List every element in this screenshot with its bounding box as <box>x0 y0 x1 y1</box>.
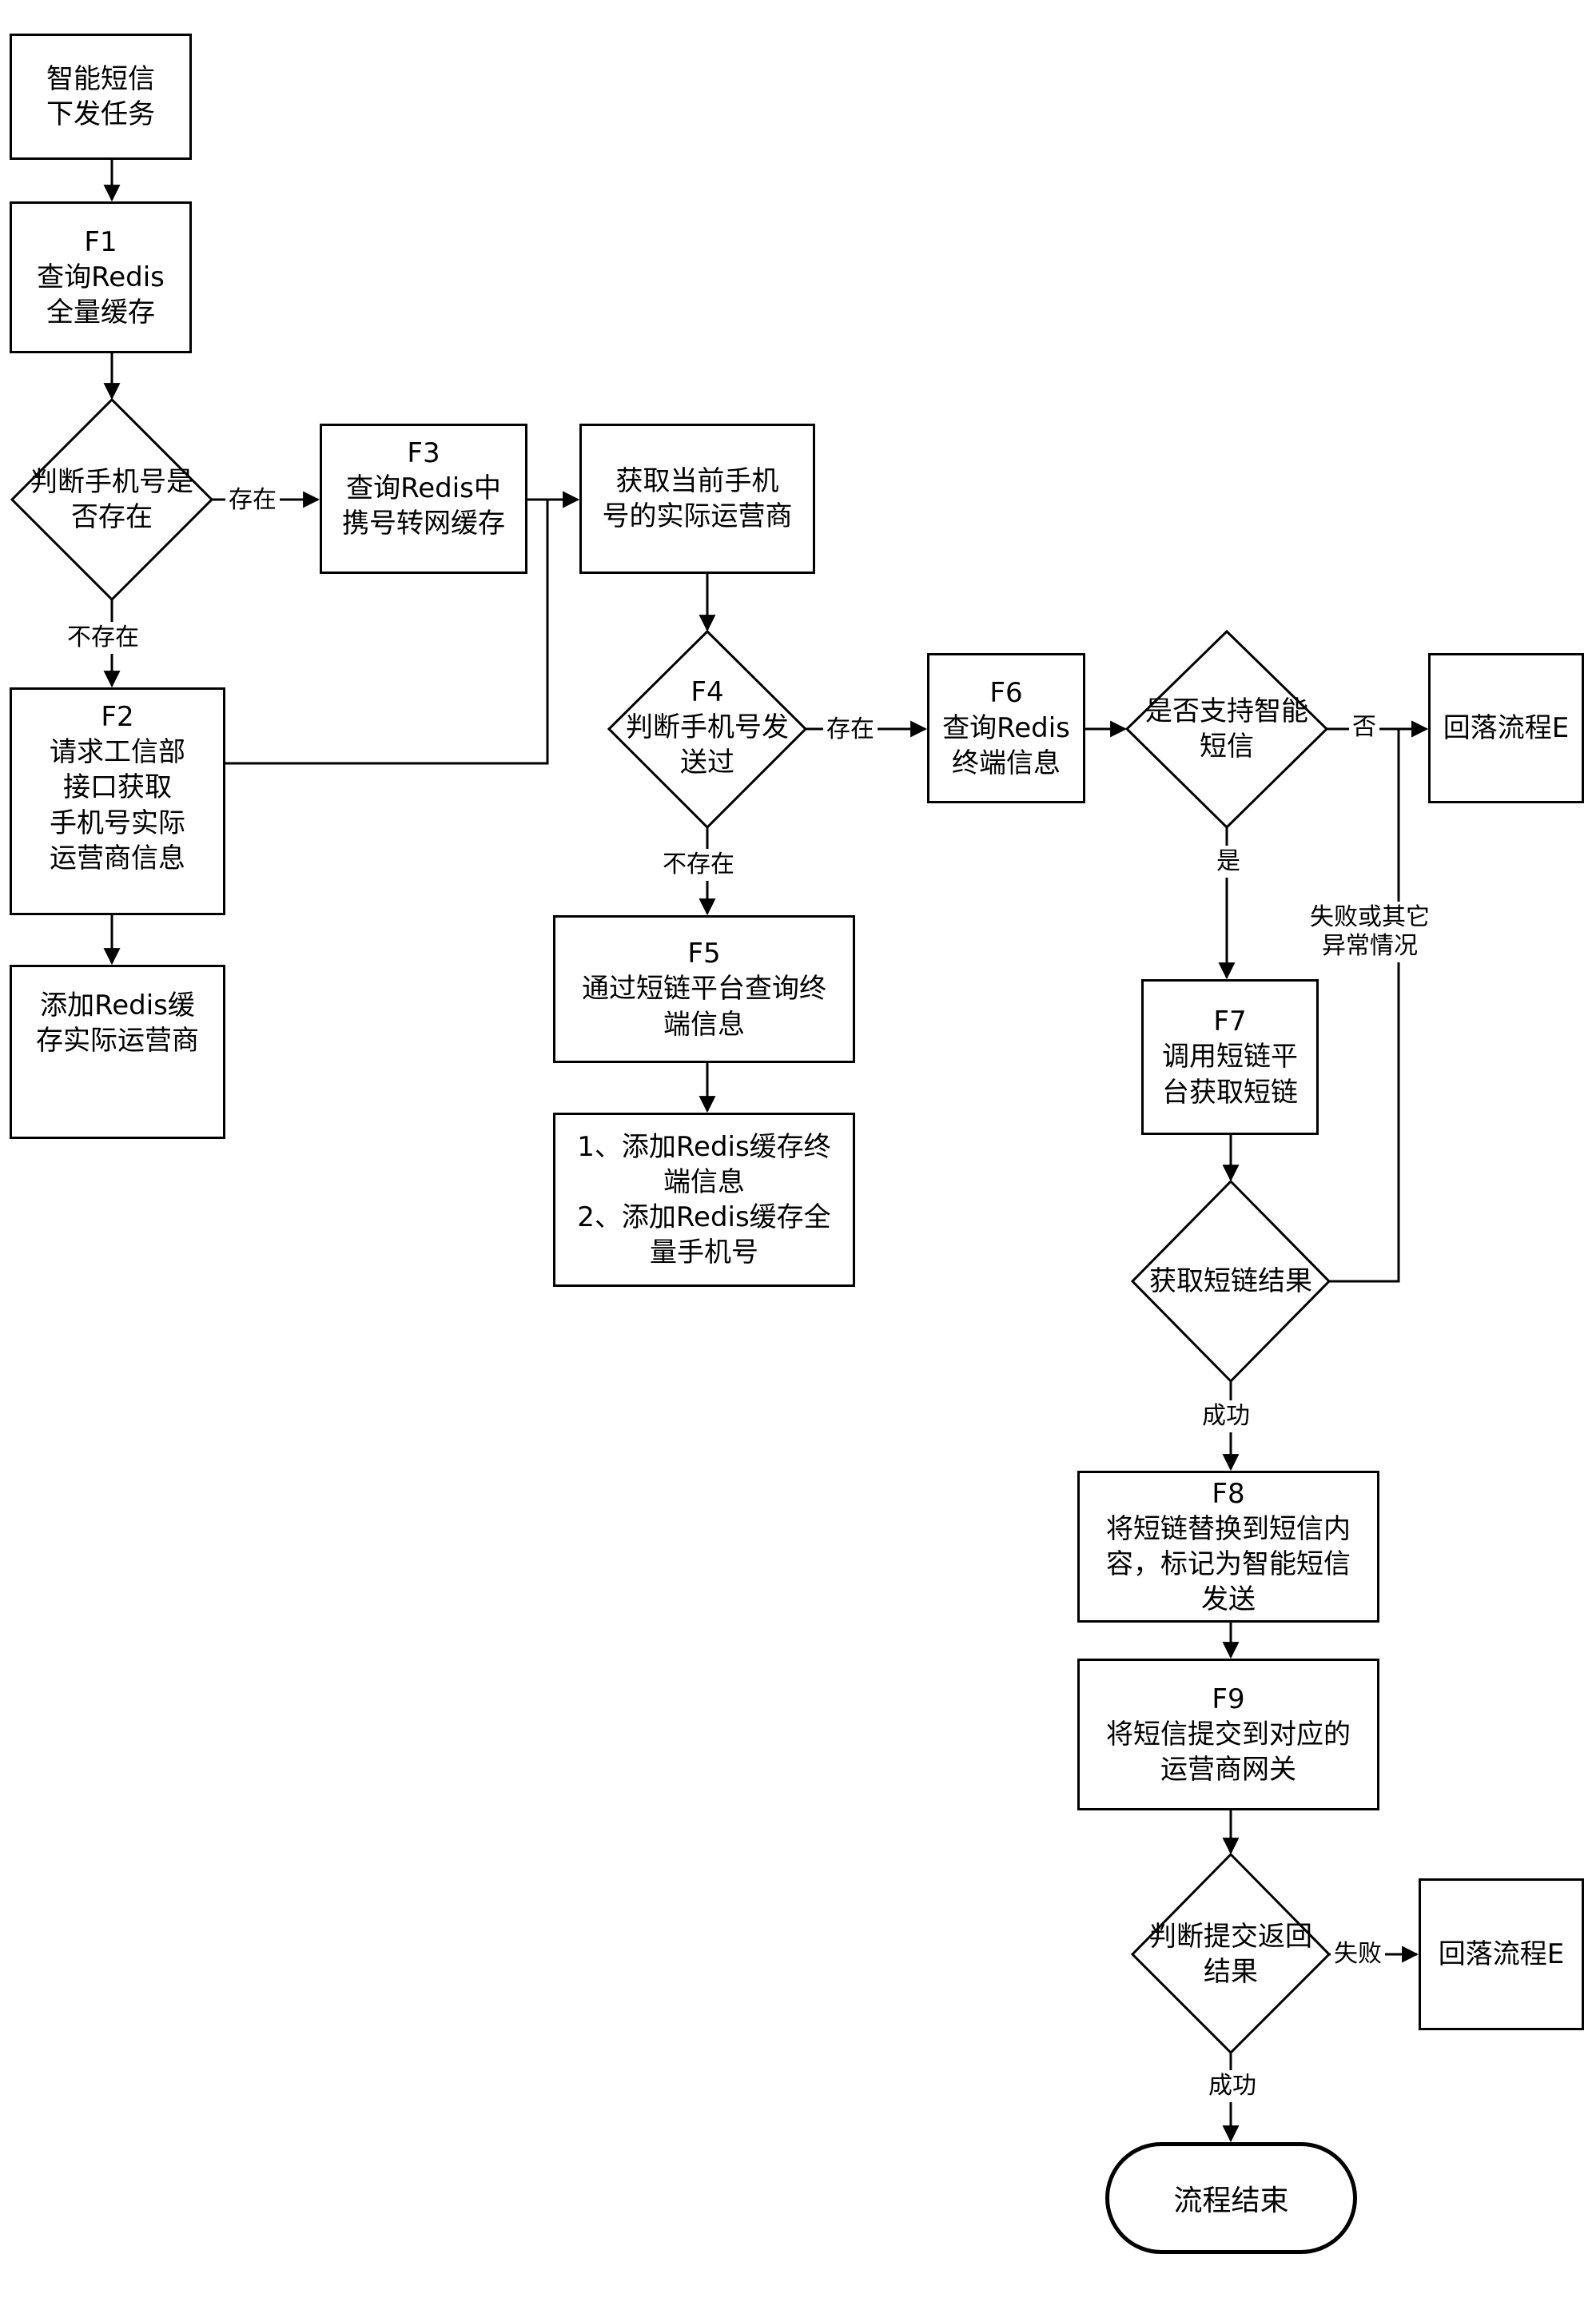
node-code: F4 <box>691 675 724 708</box>
edge-label-fail: 失败 <box>1331 1938 1385 1970</box>
node-f6-query-terminal-info: F6 查询Redis 终端信息 <box>927 653 1085 803</box>
node-code: F9 <box>1212 1683 1245 1715</box>
decision-short-link-result: 获取短链结果 <box>1127 1261 1335 1301</box>
node-text: 是否支持智能 <box>1145 695 1308 727</box>
node-text: 查询Redis <box>942 711 1070 744</box>
node-f7-get-short-link: F7 调用短链平 台获取短链 <box>1141 979 1319 1135</box>
node-text: 量手机号 <box>650 1237 758 1269</box>
node-text: 查询Redis中 <box>346 472 501 505</box>
node-f8-replace-short-link: F8 将短链替换到短信内 容，标记为智能短信 发送 <box>1077 1471 1379 1623</box>
node-text: 1、添加Redis缓存终 <box>577 1130 831 1163</box>
node-text: 调用短链平 <box>1162 1041 1298 1073</box>
node-text: 流程结束 <box>1173 2185 1289 2217</box>
node-text: 端信息 <box>663 1008 745 1041</box>
node-process-end: 流程结束 <box>1105 2142 1357 2254</box>
decision-phone-exists: 判断手机号是 否存在 <box>8 460 216 540</box>
node-text: 2、添加Redis缓存全 <box>577 1201 831 1233</box>
edge-label-exists-2: 存在 <box>823 714 878 746</box>
node-text: 判断手机号发 <box>626 711 789 743</box>
node-text: 短信 <box>1200 731 1254 763</box>
node-add-redis-carrier: 添加Redis缓 存实际运营商 <box>10 965 225 1139</box>
node-code: F8 <box>1212 1477 1245 1510</box>
node-text: 查询Redis <box>37 261 165 293</box>
node-text: 手机号实际 <box>50 806 185 839</box>
node-text: 结果 <box>1204 1956 1258 1988</box>
node-code: F3 <box>407 437 440 469</box>
node-start-task: 智能短信 下发任务 <box>10 34 192 160</box>
edge-label-success-2: 成功 <box>1205 2070 1260 2102</box>
node-add-terminal-and-full-cache: 1、添加Redis缓存终 端信息 2、添加Redis缓存全 量手机号 <box>553 1113 855 1287</box>
node-text: 接口获取 <box>63 771 172 804</box>
node-text: 携号转网缓存 <box>342 508 505 540</box>
node-code: F1 <box>84 225 117 258</box>
decision-supports-smart-sms: 是否支持智能 短信 <box>1123 689 1331 769</box>
node-text: 将短信提交到对应的 <box>1106 1718 1351 1750</box>
node-text: 判断提交返回 <box>1149 1920 1312 1953</box>
node-text: 添加Redis缓 <box>40 990 195 1022</box>
node-text: 端信息 <box>663 1165 745 1198</box>
node-text: 全量缓存 <box>46 297 155 329</box>
node-text: 回落流程E <box>1438 1938 1565 1970</box>
node-text: 存实际运营商 <box>36 1025 199 1057</box>
decision-f4-phone-sent: F4 判断手机号发 送过 <box>603 671 811 783</box>
node-text: 将短链替换到短信内 <box>1106 1512 1351 1545</box>
node-text: 号的实际运营商 <box>602 500 793 532</box>
node-f2-request-miit: F2 请求工信部 接口获取 手机号实际 运营商信息 <box>10 687 225 915</box>
node-fallback-flow-e-1: 回落流程E <box>1428 653 1584 803</box>
node-get-actual-carrier: 获取当前手机 号的实际运营商 <box>579 424 815 574</box>
edge-label-yes: 是 <box>1213 846 1244 878</box>
edge-label-not-exists-2: 不存在 <box>659 849 738 881</box>
edge-label-fail-or-other: 失败或其它 异常情况 <box>1299 902 1441 962</box>
node-code: F7 <box>1213 1006 1247 1038</box>
node-code: F5 <box>687 938 721 970</box>
node-f5-query-terminal-via-shortlink: F5 通过短链平台查询终 端信息 <box>553 915 855 1063</box>
decision-submit-result: 判断提交返回 结果 <box>1127 1914 1335 1994</box>
edge-label-text: 失败或其它 <box>1310 903 1430 931</box>
node-text: 否存在 <box>71 501 153 533</box>
edge-label-not-exists-1: 不存在 <box>64 622 142 654</box>
node-code: F2 <box>101 701 134 733</box>
node-code: F6 <box>989 676 1023 709</box>
node-f3-query-mnp-cache: F3 查询Redis中 携号转网缓存 <box>320 424 527 574</box>
node-f1-query-full-cache: F1 查询Redis 全量缓存 <box>10 201 192 353</box>
node-text: 获取短链结果 <box>1149 1265 1312 1297</box>
edge-d-link-fallback1 <box>1329 720 1429 1283</box>
edge-label-text: 异常情况 <box>1322 932 1418 960</box>
edge-f2-get-carrier <box>224 491 580 765</box>
node-text: 判断手机号是 <box>30 465 193 498</box>
edge-label-no: 否 <box>1349 711 1379 743</box>
node-text: 容，标记为智能短信 <box>1106 1548 1351 1580</box>
node-text: 请求工信部 <box>50 736 185 769</box>
node-text: 回落流程E <box>1443 711 1570 744</box>
node-text: 终端信息 <box>952 747 1061 780</box>
node-text: 获取当前手机 <box>615 464 779 497</box>
node-text: 智能短信 <box>46 62 155 95</box>
node-text: 发送 <box>1201 1583 1256 1616</box>
node-text: 台获取短链 <box>1162 1076 1298 1109</box>
node-text: 送过 <box>680 747 734 779</box>
node-f9-submit-to-gateway: F9 将短信提交到对应的 运营商网关 <box>1077 1659 1379 1810</box>
node-fallback-flow-e-2: 回落流程E <box>1419 1878 1584 2030</box>
node-text: 运营商信息 <box>50 842 185 874</box>
edge-label-success-1: 成功 <box>1199 1400 1253 1432</box>
edge-label-exists-1: 存在 <box>225 484 280 516</box>
node-text: 运营商网关 <box>1160 1754 1296 1786</box>
node-text: 下发任务 <box>46 98 155 130</box>
node-text: 通过短链平台查询终 <box>582 973 826 1006</box>
